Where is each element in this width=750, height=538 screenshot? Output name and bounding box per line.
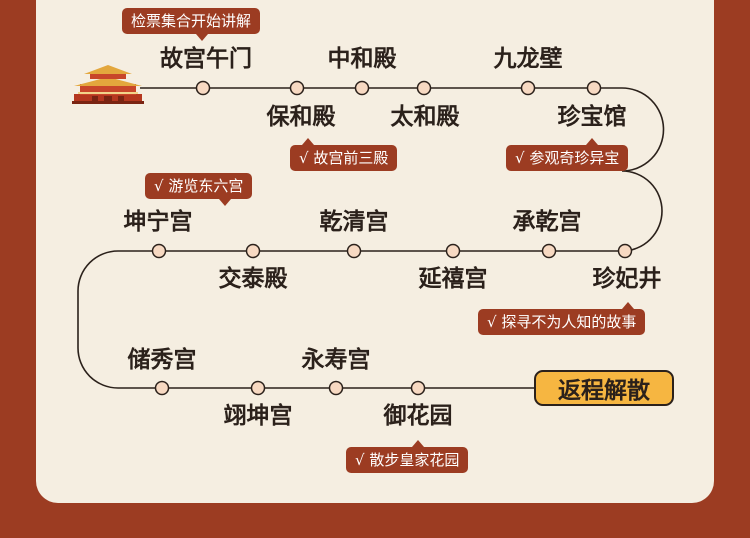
route-node-zhonghedian: [354, 80, 370, 96]
route-line: [77, 87, 665, 389]
end-return-dismiss: 返程解散: [534, 370, 674, 406]
route-node-qianqinggong: [346, 243, 362, 259]
stop-label-zhenfeijing: 珍妃井: [592, 266, 662, 292]
tag-gushi: √ 探寻不为人知的故事: [478, 302, 646, 335]
route-node-yongshougong: [328, 380, 344, 396]
stop-label-chuxiugong: 储秀宫: [127, 347, 197, 373]
tag-sandian: √ 故宫前三殿: [290, 138, 398, 171]
route-node-yuhuayuan: [410, 380, 426, 396]
stop-label-yanxigong: 延禧宫: [418, 266, 488, 292]
route-node-kunninggong: [151, 243, 167, 259]
stop-label-taihedian: 太和殿: [390, 104, 460, 130]
route-node-jiaotaidian: [245, 243, 261, 259]
stop-label-jiulongbi: 九龙壁: [493, 46, 563, 72]
tag-dongliugong: √ 游览东六宫: [145, 173, 253, 206]
route-node-yikungong: [250, 380, 266, 396]
tag-start: 检票集合开始讲解: [122, 8, 261, 41]
route-node-chuxiugong: [154, 380, 170, 396]
route-nodes: [151, 80, 633, 396]
stop-label-yikungong: 翊坤宫: [223, 403, 293, 429]
route-node-baohedian: [289, 80, 305, 96]
palace-gate-icon: [72, 65, 144, 104]
stop-label-wumen: 故宫午门: [160, 46, 252, 72]
route-node-chengqiangong: [541, 243, 557, 259]
stop-label-yuhuayuan: 御花园: [383, 403, 453, 429]
tag-huayuan: √ 散步皇家花园: [346, 440, 469, 473]
stop-label-zhenbaoguan: 珍宝馆: [557, 104, 627, 130]
stop-label-baohedian: 保和殿: [266, 104, 336, 130]
stop-label-kunninggong: 坤宁宫: [123, 209, 193, 235]
route-node-yanxigong: [445, 243, 461, 259]
stop-label-yongshougong: 永寿宫: [301, 347, 371, 373]
tag-zhenbao: √ 参观奇珍异宝: [506, 138, 629, 171]
stop-label-jiaotaidian: 交泰殿: [218, 266, 288, 292]
route-node-wumen: [195, 80, 211, 96]
stop-label-chengqiangong: 承乾宫: [512, 209, 582, 235]
stop-label-qianqinggong: 乾清宫: [319, 209, 389, 235]
stop-label-zhonghedian: 中和殿: [327, 46, 397, 72]
route-node-zhenbaoguan: [586, 80, 602, 96]
route-node-jiulongbi: [520, 80, 536, 96]
route-node-zhenfeijing: [617, 243, 633, 259]
route-node-taihedian: [416, 80, 432, 96]
